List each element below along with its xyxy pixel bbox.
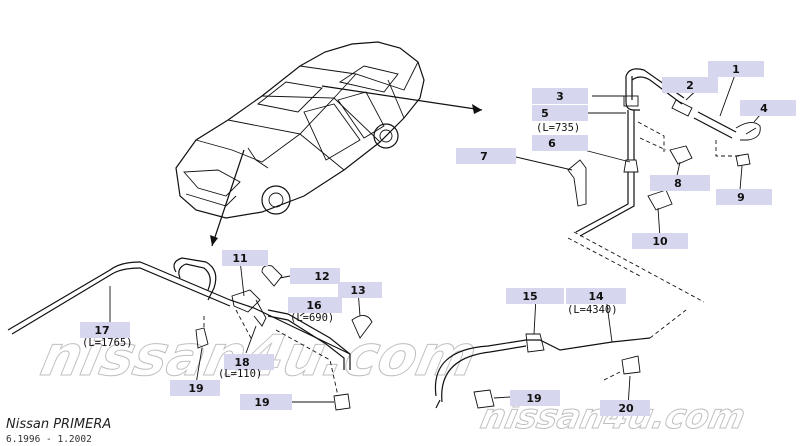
svg-text:(L=735): (L=735) bbox=[536, 122, 580, 134]
svg-text:5: 5 bbox=[541, 107, 549, 120]
svg-text:(L=4340): (L=4340) bbox=[567, 304, 618, 316]
callout-4[interactable]: 4 bbox=[740, 100, 796, 116]
callout-15[interactable]: 15 bbox=[506, 288, 564, 304]
svg-text:17: 17 bbox=[94, 324, 109, 337]
svg-text:15: 15 bbox=[522, 290, 537, 303]
rear-hose-assembly bbox=[434, 309, 687, 409]
svg-text:10: 10 bbox=[652, 235, 668, 248]
svg-text:20: 20 bbox=[618, 402, 634, 415]
callout-13[interactable]: 13 bbox=[338, 282, 382, 298]
svg-text:19: 19 bbox=[188, 382, 203, 395]
callout-3[interactable]: 3 bbox=[532, 88, 588, 104]
callout-1[interactable]: 1 bbox=[708, 61, 764, 77]
callout-20[interactable]: 20 bbox=[600, 400, 650, 416]
svg-text:2: 2 bbox=[686, 79, 694, 92]
callout-12[interactable]: 12 bbox=[290, 268, 340, 284]
production-period: 6.1996 - 1.2002 bbox=[6, 434, 92, 445]
svg-text:12: 12 bbox=[314, 270, 329, 283]
front-hose-assembly bbox=[7, 257, 373, 411]
svg-text:11: 11 bbox=[232, 252, 247, 265]
callout-8[interactable]: 8 bbox=[650, 175, 710, 191]
svg-text:19: 19 bbox=[526, 392, 541, 405]
svg-text:(L=110): (L=110) bbox=[218, 368, 262, 380]
callout-5[interactable]: 5 (L=735) bbox=[532, 105, 588, 134]
svg-text:16: 16 bbox=[306, 299, 322, 312]
svg-text:18: 18 bbox=[234, 356, 249, 369]
callout-10[interactable]: 10 bbox=[632, 233, 688, 249]
callout-19-b[interactable]: 19 bbox=[240, 394, 292, 410]
callout-14[interactable]: 14(L=4340) bbox=[566, 288, 626, 316]
callout-19-c[interactable]: 19 bbox=[510, 390, 560, 406]
callout-2[interactable]: 2 bbox=[662, 77, 718, 93]
svg-text:(L=690): (L=690) bbox=[290, 312, 334, 324]
leader-lines bbox=[109, 71, 767, 408]
svg-text:3: 3 bbox=[556, 90, 564, 103]
callout-7[interactable]: 7 bbox=[456, 148, 516, 164]
svg-text:19: 19 bbox=[254, 396, 269, 409]
svg-text:9: 9 bbox=[737, 191, 745, 204]
callout-9[interactable]: 9 bbox=[716, 189, 772, 205]
svg-text:4: 4 bbox=[760, 102, 768, 115]
svg-text:7: 7 bbox=[480, 150, 488, 163]
model-title: Nissan PRIMERA bbox=[6, 417, 111, 432]
callout-16[interactable]: 16(L=690) bbox=[288, 297, 342, 324]
svg-text:6: 6 bbox=[548, 137, 556, 150]
callout-labels: 1 2 3 4 5(L=735) 6 7 8 9 10 11 12 13 14(… bbox=[80, 61, 796, 416]
svg-text:1: 1 bbox=[732, 63, 740, 76]
car-illustration bbox=[175, 41, 483, 247]
callout-18[interactable]: 18(L=110) bbox=[218, 354, 274, 380]
svg-text:(L=1765): (L=1765) bbox=[82, 337, 133, 349]
svg-text:8: 8 bbox=[674, 177, 682, 190]
callout-17[interactable]: 17(L=1765) bbox=[80, 322, 133, 349]
svg-text:14: 14 bbox=[588, 290, 604, 303]
callout-6[interactable]: 6 bbox=[532, 135, 588, 151]
callout-11[interactable]: 11 bbox=[222, 250, 268, 266]
callout-19-a[interactable]: 19 bbox=[170, 380, 220, 396]
svg-text:13: 13 bbox=[350, 284, 365, 297]
